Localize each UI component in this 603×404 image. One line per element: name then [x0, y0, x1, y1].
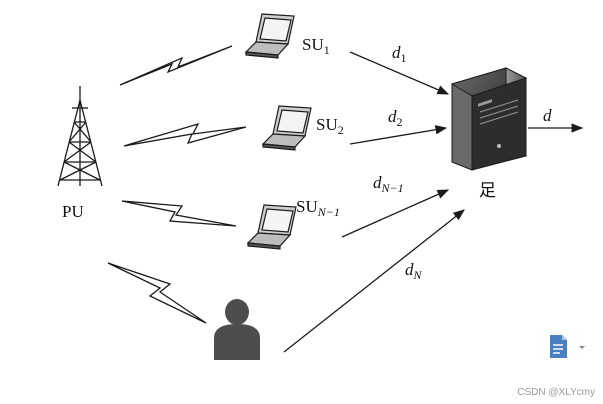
d-output-label: d: [543, 106, 552, 125]
fusion-center-server-icon: [450, 67, 528, 171]
laptop-su1-icon: [244, 13, 295, 59]
arrow-d1: [349, 51, 450, 95]
d1-label: d1: [392, 43, 407, 65]
user-icon: [214, 299, 260, 360]
link-arrows: [283, 51, 584, 353]
sun1-label: SUN−1: [296, 197, 340, 219]
arrow-dn: [283, 209, 465, 353]
pu-label: PU: [62, 202, 84, 221]
fusion-center-label: 足: [479, 181, 496, 200]
su1-label: SU1: [302, 35, 330, 57]
wireless-link-icon: [107, 45, 247, 324]
document-widget-button[interactable]: [548, 334, 588, 360]
dn-label: dN: [405, 260, 423, 282]
document-icon: [550, 335, 585, 358]
laptop-sun1-icon: [246, 204, 297, 250]
chevron-down-icon: [579, 346, 585, 349]
dn1-label: dN−1: [373, 173, 404, 195]
arrow-d2: [349, 125, 448, 145]
pu-tower-icon: [57, 86, 103, 187]
su2-label: SU2: [316, 115, 344, 137]
arrow-dn1: [341, 189, 450, 238]
laptop-su2-icon: [261, 105, 312, 151]
watermark-text: CSDN @XLYcmy: [517, 387, 595, 398]
d2-label: d2: [388, 107, 403, 129]
